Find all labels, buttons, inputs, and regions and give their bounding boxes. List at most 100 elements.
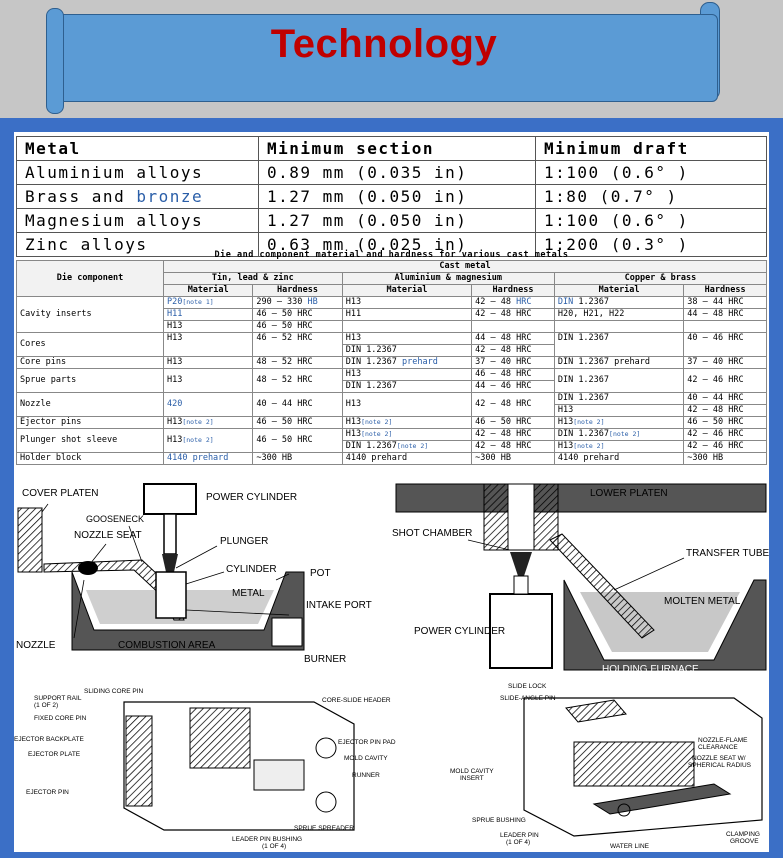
material-cell: DIN 1.2367 <box>553 296 685 309</box>
label-fixed-core-pin: FIXED CORE PIN <box>34 715 87 722</box>
note-2-link[interactable]: [note 2] <box>361 430 393 438</box>
material-cell <box>553 320 685 333</box>
note-2-link[interactable]: [note 2] <box>609 430 641 438</box>
plunger <box>162 554 178 572</box>
label-burner: BURNER <box>304 654 346 665</box>
cold-plunger <box>510 552 532 576</box>
hardness-cell: 46 – 52 HRC <box>252 332 343 357</box>
label-core-slide-header: CORE-SLIDE HEADER <box>322 697 391 704</box>
label-cover-platen: COVER PLATEN <box>22 488 99 499</box>
note-2-link[interactable]: [note 2] <box>182 436 214 444</box>
table-row: H13 42 – 48 HRC <box>17 404 767 417</box>
label-mold-cavity: MOLD CAVITY <box>450 768 494 775</box>
label-plunger: PLUNGER <box>220 536 268 547</box>
label-transfer-tube: TRANSFER TUBE <box>686 548 769 559</box>
label-leader-pin-bushing: LEADER PIN BUSHING <box>232 836 302 843</box>
note-2-link[interactable]: [note 2] <box>396 442 429 450</box>
table-row: Aluminium alloys 0.89 mm (0.035 in) 1:10… <box>16 160 767 185</box>
material-cell <box>341 320 473 333</box>
hb-link[interactable]: HB <box>307 297 318 307</box>
material-text: H13 <box>167 417 183 427</box>
note-2-link[interactable]: [note 2] <box>573 418 605 426</box>
note-2-link[interactable]: [note 2] <box>361 418 393 426</box>
label-gooseneck: GOOSENECK <box>86 514 144 524</box>
transfer-tube <box>549 533 655 639</box>
material-cell: DIN 1.2367 prehard <box>341 356 473 369</box>
hardness-cell: 42 – 48 HRC <box>471 428 555 441</box>
material-cell: H11 <box>341 308 473 321</box>
label-combustion-area: COMBUSTION AREA <box>118 640 216 651</box>
table-row: Core pins H13 48 – 52 HRC DIN 1.2367 pre… <box>16 356 767 369</box>
cylinder <box>155 571 187 619</box>
sub-header-hardness: Hardness <box>252 284 343 297</box>
page-title: Technology <box>270 22 498 66</box>
table-row: Nozzle 420 40 – 44 HRC H13 42 – 48 HRC D… <box>16 392 767 417</box>
draft-cell: 1:100 (0.6° ) <box>535 160 767 185</box>
core-slide <box>189 707 251 769</box>
table-row: Sprue parts H13 48 – 52 HRC H13 46 – 48 … <box>16 368 767 393</box>
hardness-cell: 48 – 52 HRC <box>252 356 343 369</box>
label-ejector-plate: EJECTOR PLATE <box>28 751 81 758</box>
material-text: DIN 1.2367 <box>345 441 397 451</box>
note-2-link[interactable]: [note 2] <box>573 442 605 450</box>
note-1-link[interactable]: [note 1] <box>182 298 214 306</box>
label-nozzle-seat-2: SPHERICAL RADIUS <box>688 762 752 769</box>
label-sliding-core-pin: SLIDING CORE PIN <box>84 688 144 695</box>
material-cell: H13 <box>341 296 473 309</box>
420-link[interactable]: 420 <box>162 392 254 417</box>
hardness-cell: 44 – 48 HRC <box>471 332 555 345</box>
minimum-section-table: Metal Minimum section Minimum draft Alum… <box>16 136 767 257</box>
p20-link[interactable]: P20 <box>167 297 183 307</box>
power-cylinder <box>143 483 197 515</box>
sub-header-hardness: Hardness <box>471 284 555 297</box>
label-holding-furnace: HOLDING FURNACE <box>602 664 699 675</box>
label-nozzle-flame: NOZZLE-FLAME <box>698 737 748 744</box>
table-row: Brass and bronze 1.27 mm (0.050 in) 1:80… <box>16 184 767 209</box>
h11-link[interactable]: H11 <box>162 308 254 321</box>
material-text: 1.2367 <box>573 297 610 307</box>
shot-bore <box>507 483 535 551</box>
water-line <box>617 803 631 817</box>
material-text: DIN 1.2367 <box>345 357 403 367</box>
hardness-text: 42 – 48 <box>475 297 517 307</box>
pot <box>71 571 305 651</box>
die-right-diagram: SLIDE LOCK SLIDE-ANGLE PIN NOZZLE-FLAME … <box>450 683 763 850</box>
table-row: Ejector pins H13[note 2] 46 – 50 HRC H13… <box>16 416 767 429</box>
material-text: H13 <box>557 417 574 427</box>
hrc-link[interactable]: HRC <box>516 297 532 307</box>
draft-cell: 1:80 (0.7° ) <box>535 184 767 209</box>
material-cell: DIN 1.2367[note 2] <box>341 440 473 453</box>
cold-chamber-diagram: LOWER PLATEN SHOT CHAMBER TRANSFER TUBE … <box>392 483 769 675</box>
hardness-cell: 42 – 48 HRC <box>471 308 555 321</box>
material-cell: H13 <box>341 368 473 381</box>
material-cell: H13 <box>162 320 254 333</box>
sub-header-material: Material <box>162 284 254 297</box>
material-cell: H13 <box>341 332 473 345</box>
hardness-cell <box>471 320 555 333</box>
sub-header-material: Material <box>341 284 473 297</box>
hardness-cell <box>683 320 767 333</box>
col-header-component: Die component <box>16 260 164 297</box>
hardness-cell: 46 – 48 HRC <box>471 368 555 381</box>
hardness-text: 290 – 330 <box>256 297 308 307</box>
component-cell: Cores <box>16 332 164 357</box>
bronze-link[interactable]: bronze <box>136 187 204 206</box>
nozzle-seat <box>78 561 98 575</box>
note-2-link[interactable]: [note 2] <box>182 418 214 426</box>
mold-cavity <box>253 759 305 791</box>
prehard-link[interactable]: prehard <box>402 357 438 367</box>
clamping-groove <box>592 783 732 815</box>
material-cell: H13 <box>162 368 254 393</box>
cold-power-cylinder <box>489 593 553 669</box>
4140-link[interactable]: 4140 prehard <box>162 452 254 465</box>
hardness-cell: 44 – 46 HRC <box>471 380 555 393</box>
leader-pin-bushing-lower <box>315 791 337 813</box>
metal-cell: Brass and bronze <box>16 184 259 209</box>
material-cell: DIN 1.2367 prehard <box>553 356 685 369</box>
label-slide-lock: SLIDE LOCK <box>508 683 547 690</box>
din-link[interactable]: DIN <box>557 297 574 307</box>
sub-header-hardness: Hardness <box>683 284 767 297</box>
hardness-cell: 38 – 44 HRC <box>683 296 767 309</box>
label-sprue-spreader: SPRUE SPREADER <box>294 825 354 832</box>
section-cell: 0.89 mm (0.035 in) <box>258 160 536 185</box>
